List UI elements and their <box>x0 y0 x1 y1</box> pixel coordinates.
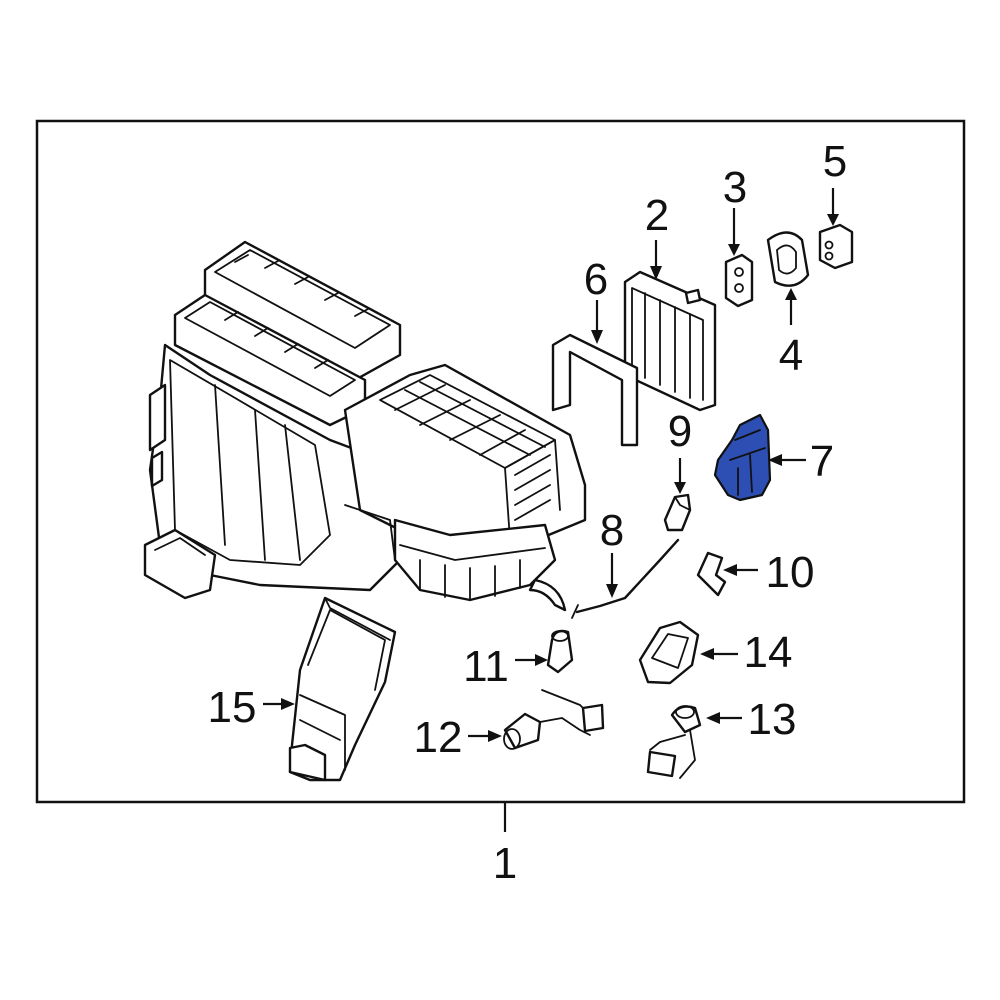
part-2-evaporator[interactable] <box>623 270 717 412</box>
part-7-highlight <box>713 413 772 502</box>
callout-6: 6 <box>584 255 608 304</box>
callout-12: 12 <box>414 713 463 762</box>
part-3-seal[interactable] <box>724 253 754 308</box>
part-5-seal[interactable] <box>818 223 854 270</box>
part-13-sensor[interactable] <box>646 705 702 779</box>
diagram-frame <box>35 119 966 804</box>
callout-3: 3 <box>723 163 747 212</box>
part-8-harness[interactable] <box>571 538 680 619</box>
part-12-motor[interactable] <box>503 689 605 750</box>
part-7-actuator[interactable] <box>713 413 772 502</box>
callout-15: 15 <box>208 683 257 732</box>
callout-1: 1 <box>493 839 517 888</box>
part-4-grommet[interactable] <box>766 231 810 287</box>
part-10-clip[interactable] <box>696 551 727 597</box>
callout-2: 2 <box>645 191 669 240</box>
callout-9: 9 <box>668 407 692 456</box>
callout-14: 14 <box>744 628 793 677</box>
hvac-housing[interactable] <box>143 240 587 612</box>
callout-10: 10 <box>766 548 815 597</box>
callout-8: 8 <box>600 506 624 555</box>
part-15-duct[interactable] <box>288 596 397 782</box>
callout-13: 13 <box>748 695 797 744</box>
part-6-bracket[interactable] <box>551 333 639 447</box>
part-9-sensor[interactable] <box>663 493 692 532</box>
callout-5: 5 <box>823 137 847 186</box>
callout-4: 4 <box>779 331 803 380</box>
part-11-connector[interactable] <box>546 629 574 674</box>
callout-7: 7 <box>810 437 834 486</box>
callout-11: 11 <box>463 642 509 691</box>
part-14-cover[interactable] <box>638 620 700 685</box>
